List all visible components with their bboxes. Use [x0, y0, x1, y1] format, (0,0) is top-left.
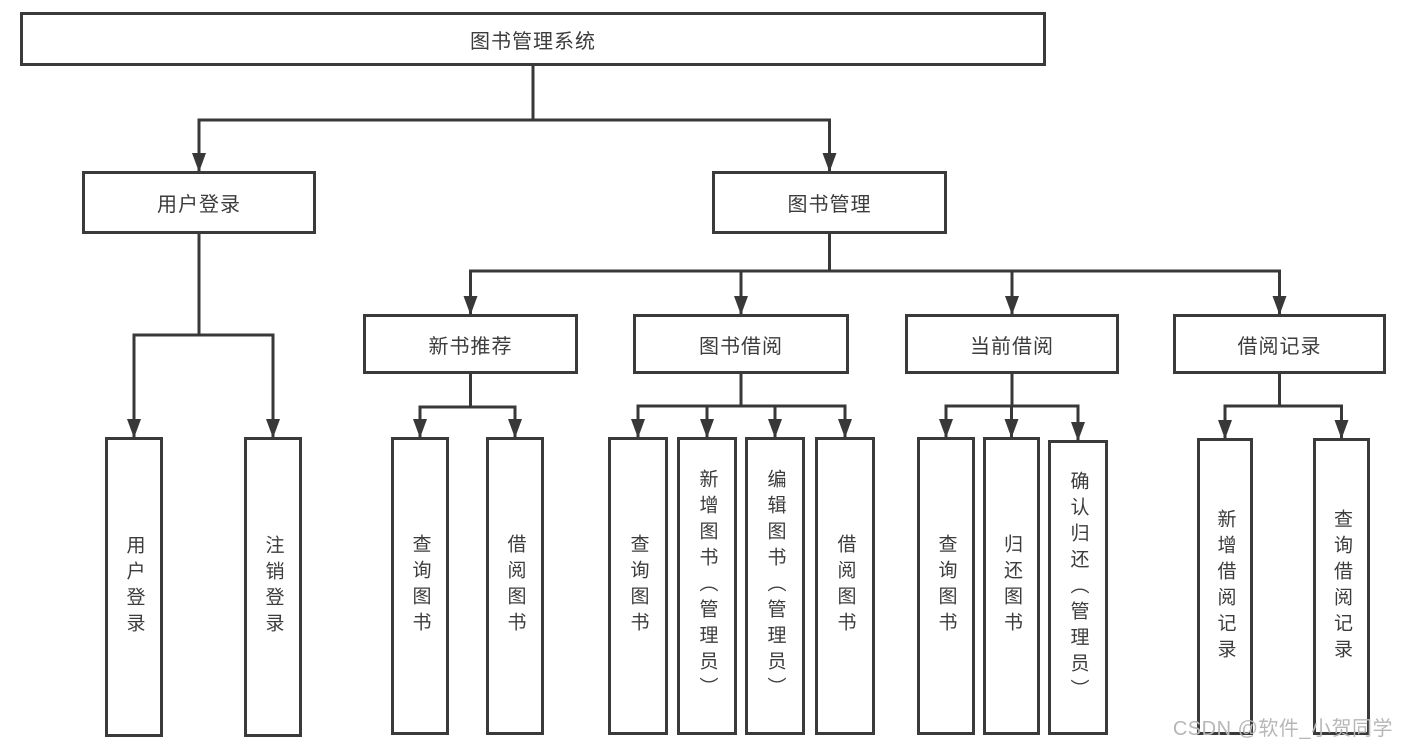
- node-br-query-record: 查询借阅记录: [1313, 438, 1370, 735]
- node-label: 新书推荐: [428, 335, 513, 358]
- node-label: 用户登录: [157, 194, 241, 216]
- node-new-book-rec: 新书推荐: [363, 314, 578, 374]
- node-label: 用户登录: [123, 535, 145, 639]
- node-label: 新增借阅记录: [1214, 508, 1236, 665]
- node-bb-query-book: 查询图书: [608, 437, 668, 735]
- node-user-login: 用户登录: [82, 171, 316, 234]
- watermark-text: CSDN @软件_小贺同学: [1172, 718, 1393, 740]
- node-label: 借阅图书: [504, 534, 526, 638]
- node-label: 借阅图书: [834, 534, 856, 638]
- node-borrow-records: 借阅记录: [1173, 314, 1386, 374]
- node-label: 图书借阅: [699, 335, 783, 358]
- node-br-add-record: 新增借阅记录: [1197, 438, 1253, 735]
- node-label: 查询借阅记录: [1331, 508, 1352, 665]
- node-leaf-user-login: 用户登录: [105, 437, 163, 737]
- node-cb-query-book: 查询图书: [917, 437, 975, 735]
- node-nbr-query-book: 查询图书: [391, 437, 449, 735]
- watermark: CSDN @软件_小贺同学: [1173, 712, 1393, 741]
- node-label: 图书管理系统: [470, 30, 596, 53]
- node-nbr-borrow-book: 借阅图书: [486, 437, 544, 735]
- node-label: 查询图书: [409, 534, 431, 638]
- node-book-borrow: 图书借阅: [633, 314, 849, 374]
- node-bb-edit-book: 编辑图书（管理员）: [745, 437, 805, 735]
- node-label: 借阅记录: [1237, 335, 1322, 358]
- node-label: 编辑图书（管理员）: [764, 469, 786, 703]
- node-label: 确认归还（管理员）: [1067, 470, 1089, 705]
- node-book-mgmt: 图书管理: [712, 171, 947, 234]
- node-cb-return-book: 归还图书: [983, 437, 1040, 735]
- node-bb-borrow-book: 借阅图书: [815, 437, 875, 735]
- node-label: 归还图书: [1001, 534, 1022, 638]
- node-current-borrow: 当前借阅: [905, 314, 1119, 374]
- node-root: 图书管理系统: [20, 12, 1046, 66]
- node-label: 新增图书（管理员）: [696, 469, 718, 703]
- node-cb-confirm-return: 确认归还（管理员）: [1048, 440, 1108, 735]
- node-label: 当前借阅: [970, 335, 1054, 358]
- node-label: 查询图书: [627, 534, 649, 638]
- node-leaf-logout: 注销登录: [244, 437, 302, 737]
- node-label: 图书管理: [787, 194, 872, 216]
- node-label: 注销登录: [262, 535, 284, 639]
- node-bb-add-book: 新增图书（管理员）: [677, 437, 737, 735]
- node-label: 查询图书: [935, 534, 957, 638]
